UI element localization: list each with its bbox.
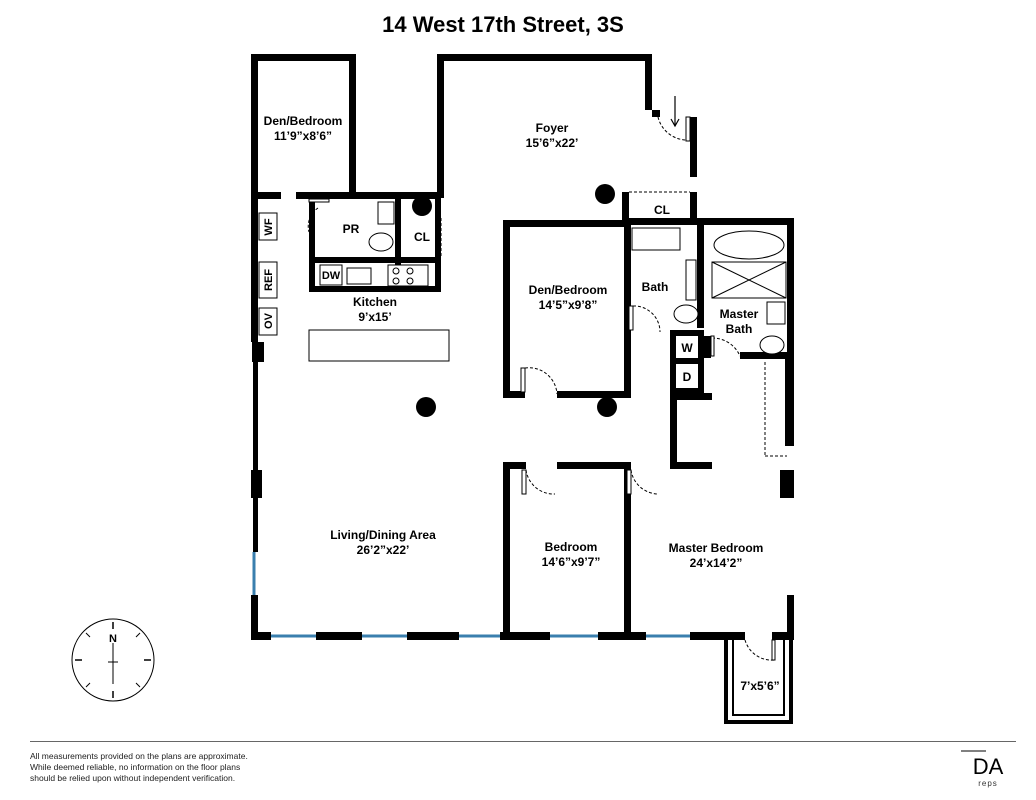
walls xyxy=(251,54,794,724)
entry-arrow-icon xyxy=(670,96,680,128)
fixture-labels: WF REF OV DW W D xyxy=(263,218,693,384)
master-bedroom-dims: 24’x14’2” xyxy=(690,556,743,570)
master-bath-line1: Master xyxy=(720,307,759,321)
room-labels: Den/Bedroom 11’9”x8’6” Foyer 15’6”x22’ P… xyxy=(264,114,780,693)
pr-label: PR xyxy=(343,222,360,236)
ref-label: REF xyxy=(263,269,275,291)
foyer-dims: 15’6”x22’ xyxy=(526,136,579,150)
master-bedroom-name: Master Bedroom xyxy=(669,541,764,555)
den-bedroom-1-name: Den/Bedroom xyxy=(264,114,343,128)
washer-label: W xyxy=(681,341,693,355)
bedroom-dims: 14’6”x9’7” xyxy=(542,555,601,569)
da-reps-logo: DA reps xyxy=(958,748,1018,788)
compass-icon: N xyxy=(71,618,155,702)
living-dining-dims: 26’2”x22’ xyxy=(357,543,410,557)
plan-title: 14 West 17th Street, 3S xyxy=(382,12,624,37)
disclaimer: All measurements provided on the plans a… xyxy=(30,751,248,784)
kitchen-fixtures xyxy=(258,201,450,362)
kitchen-name: Kitchen xyxy=(353,295,397,309)
balcony-dims: 7’x5’6” xyxy=(740,679,779,693)
living-dining-name: Living/Dining Area xyxy=(330,528,436,542)
logo-text: reps xyxy=(978,779,998,788)
compass-north-label: N xyxy=(109,633,117,645)
dw-label: DW xyxy=(322,270,341,282)
disclaimer-line: While deemed reliable, no information on… xyxy=(30,762,241,772)
kitchen-dims: 9’x15’ xyxy=(358,310,391,324)
wf-label: WF xyxy=(263,218,275,235)
kitchen-closet-label: CL xyxy=(414,230,430,244)
den-bedroom-1-dims: 11’9”x8’6” xyxy=(274,129,332,143)
disclaimer-line: should be relied upon without independen… xyxy=(30,773,236,783)
den-bedroom-2-dims: 14’5”x9’8” xyxy=(539,298,598,312)
disclaimer-line: All measurements provided on the plans a… xyxy=(30,751,248,761)
den-bedroom-2-name: Den/Bedroom xyxy=(529,283,608,297)
ov-label: OV xyxy=(263,312,275,329)
disclaimer-divider xyxy=(30,741,1016,742)
logo-mark: DA xyxy=(973,754,1004,779)
bath-fixtures xyxy=(631,227,787,355)
windows xyxy=(252,552,690,638)
dryer-label: D xyxy=(683,370,692,384)
foyer-closet-label: CL xyxy=(654,203,670,217)
master-bath-line2: Bath xyxy=(726,322,753,336)
foyer-name: Foyer xyxy=(536,121,569,135)
door-leaves xyxy=(308,116,776,661)
bedroom-name: Bedroom xyxy=(545,540,598,554)
bath-label: Bath xyxy=(642,280,669,294)
door-swings xyxy=(307,116,787,661)
